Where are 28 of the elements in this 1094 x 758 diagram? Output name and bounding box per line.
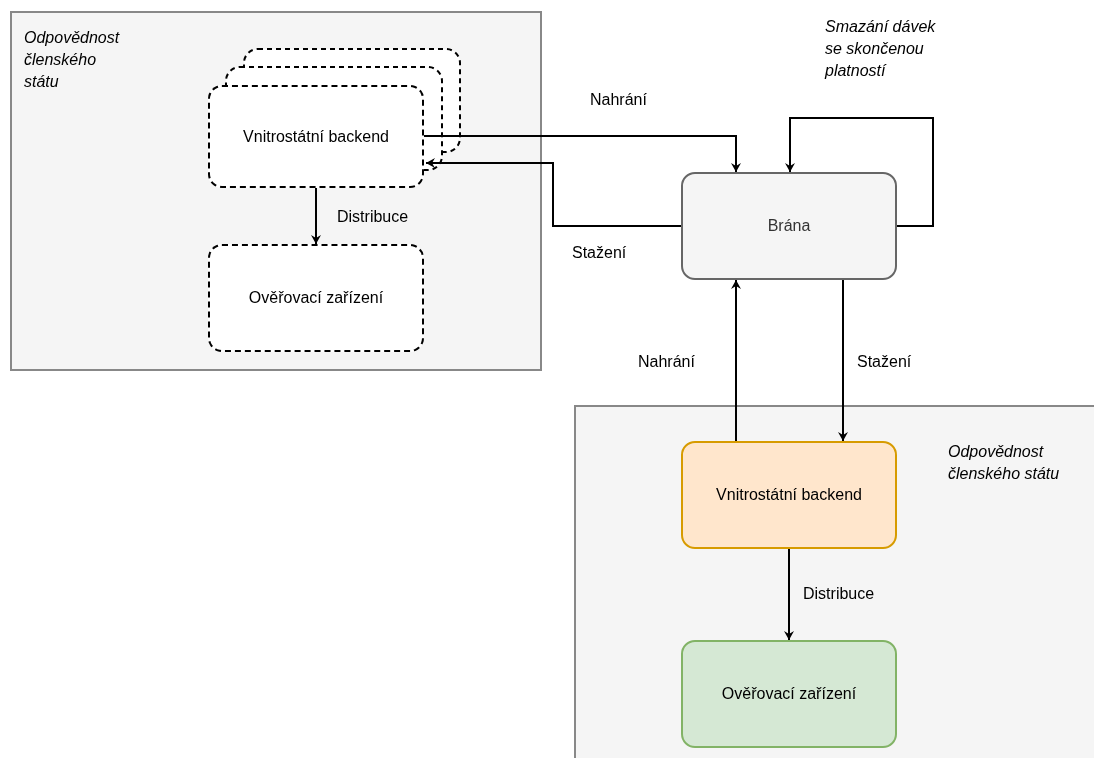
box-label: Ověřovací zařízení [248, 289, 384, 307]
edge-label: Nahrání [638, 352, 695, 372]
edge-label: Distribuce [337, 207, 409, 227]
box-label: Vnitrostátní backend [243, 127, 389, 146]
responsibility-panel [10, 11, 542, 371]
responsibility-panel [574, 405, 1094, 758]
edge-label: Smazání dávek se skončenou platností [825, 17, 937, 81]
box-label: Vnitrostátní backend [716, 486, 862, 504]
edge-label: Stažení [857, 352, 912, 372]
arrow [838, 279, 848, 442]
arrow [423, 135, 741, 173]
box-label: Ověřovací zařízení [721, 685, 857, 703]
process-box [681, 441, 897, 549]
panel-heading: Odpovědnost členského státu [948, 442, 1060, 484]
arrow [784, 548, 794, 641]
arrow [731, 279, 741, 442]
arrow [425, 158, 682, 227]
process-box [681, 172, 897, 280]
arrow [311, 187, 321, 245]
arrow [785, 117, 934, 227]
edge-label: Stažení [572, 243, 627, 263]
process-box [681, 640, 897, 748]
process-box [208, 85, 424, 188]
panel-heading: Odpovědnost členského státu [24, 28, 121, 92]
edge-label: Nahrání [590, 90, 647, 110]
box-label: Brána [767, 217, 811, 235]
edge-label: Distribuce [803, 584, 875, 604]
process-box [208, 244, 424, 352]
